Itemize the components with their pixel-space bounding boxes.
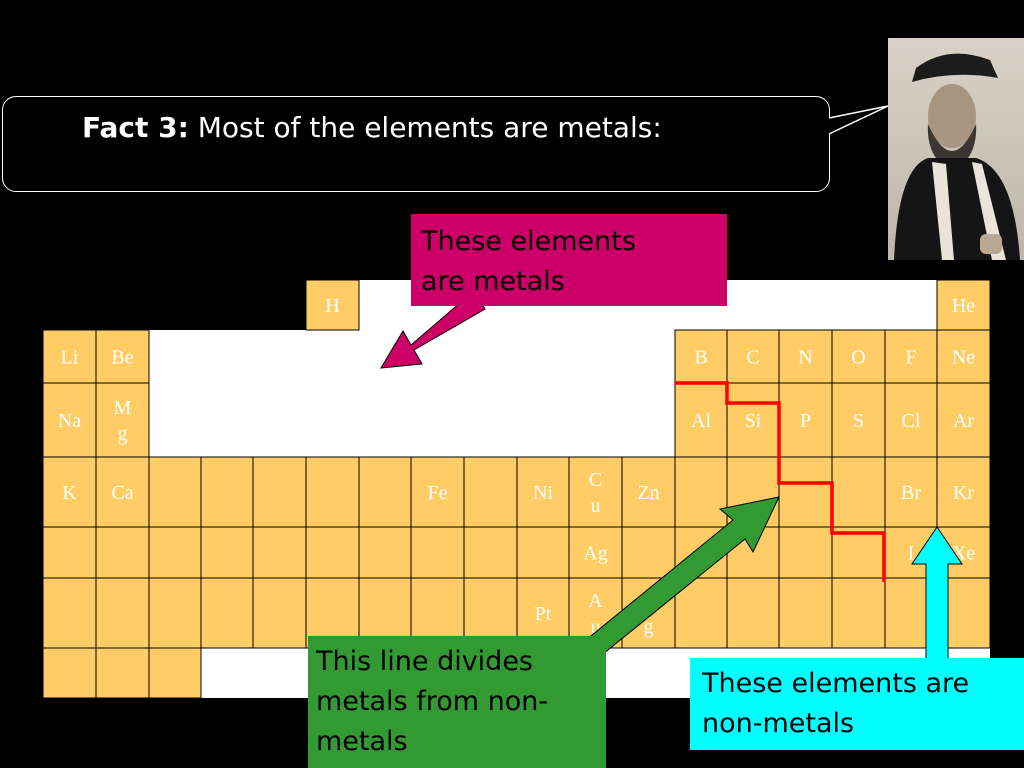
table-cell bbox=[42, 647, 97, 699]
element-symbol: Ne bbox=[952, 347, 975, 369]
element-symbol: Ag bbox=[583, 543, 607, 565]
portrait-image bbox=[888, 38, 1024, 260]
element-symbol: Ar bbox=[953, 410, 974, 432]
table-cell bbox=[305, 279, 360, 331]
element-symbol: Be bbox=[111, 347, 133, 369]
table-cell bbox=[148, 647, 202, 699]
metals-arrow-icon bbox=[380, 289, 486, 369]
table-cell bbox=[305, 456, 360, 528]
table-cell bbox=[778, 526, 833, 579]
table-cell bbox=[252, 456, 307, 528]
table-cell bbox=[726, 577, 780, 649]
element-symbol: Na bbox=[58, 410, 81, 432]
table-cell bbox=[621, 526, 676, 579]
table-cell bbox=[42, 577, 97, 649]
element-symbol: Fe bbox=[428, 482, 448, 504]
element-symbol: K bbox=[62, 482, 77, 504]
element-symbol: Br bbox=[901, 482, 921, 504]
divider-arrow-icon bbox=[585, 496, 780, 659]
element-symbol: Cl bbox=[902, 410, 921, 432]
element-symbol: Li bbox=[61, 347, 79, 369]
table-cell bbox=[884, 329, 938, 384]
table-cell bbox=[95, 329, 150, 384]
table-cell bbox=[252, 526, 307, 579]
table-cell bbox=[200, 456, 254, 528]
element-symbol: Pt bbox=[535, 603, 552, 625]
table-cell bbox=[95, 382, 150, 458]
element-symbol: He bbox=[952, 295, 975, 317]
element-symbol: Ca bbox=[111, 482, 133, 504]
table-cell bbox=[831, 329, 886, 384]
table-cell bbox=[936, 329, 991, 384]
table-cell bbox=[516, 456, 570, 528]
divider-callout-text: This line divides metals from non- metal… bbox=[316, 646, 549, 757]
element-symbol: N bbox=[798, 347, 812, 369]
fact-text: Most of the elements are metals: bbox=[188, 111, 662, 144]
table-cell bbox=[358, 456, 412, 528]
table-cell bbox=[95, 456, 150, 528]
table-cell bbox=[148, 577, 202, 649]
speech-bubble bbox=[2, 96, 830, 192]
table-cell bbox=[42, 382, 97, 458]
metals-callout-text: These elements are metals bbox=[421, 226, 636, 297]
element-symbol: Kr bbox=[953, 482, 974, 504]
element-symbol: Ni bbox=[533, 482, 553, 504]
table-cell bbox=[674, 577, 728, 649]
element-symbol: S bbox=[853, 410, 864, 432]
table-cell bbox=[778, 577, 833, 649]
slide-title: Fact 3: Most of the elements are metals: bbox=[82, 111, 662, 144]
table-cell bbox=[674, 456, 728, 528]
element-symbol: F bbox=[905, 347, 916, 369]
nonmetals-arrow-icon bbox=[911, 526, 963, 661]
table-cell bbox=[831, 577, 886, 649]
table-cell bbox=[148, 456, 202, 528]
element-symbol: H bbox=[325, 295, 339, 317]
table-cell bbox=[831, 456, 886, 528]
table-cell bbox=[200, 526, 254, 579]
table-cell bbox=[778, 329, 833, 384]
element-symbol: P bbox=[800, 410, 811, 432]
table-cell bbox=[726, 382, 780, 458]
table-cell bbox=[95, 647, 150, 699]
table-cell bbox=[463, 456, 518, 528]
table-cell bbox=[95, 577, 150, 649]
element-symbol: Zn bbox=[637, 482, 659, 504]
table-cell bbox=[463, 526, 518, 579]
divider-callout: This line divides metals from non- metal… bbox=[308, 636, 606, 768]
element-symbol: O bbox=[851, 347, 865, 369]
element-symbol: Al bbox=[691, 410, 711, 432]
metals-callout: These elements are metals bbox=[411, 214, 727, 306]
table-cell bbox=[305, 526, 360, 579]
nonmetals-callout-text: These elements are non-metals bbox=[702, 668, 970, 739]
table-cell bbox=[42, 526, 97, 579]
table-cell bbox=[200, 577, 254, 649]
table-cell bbox=[410, 526, 465, 579]
metal-nonmetal-divider-line bbox=[675, 381, 886, 582]
element-symbol: Si bbox=[745, 410, 762, 432]
table-cell bbox=[516, 526, 570, 579]
table-cell bbox=[148, 526, 202, 579]
table-cell bbox=[42, 456, 97, 528]
element-symbol: B bbox=[694, 347, 707, 369]
table-cell bbox=[674, 329, 728, 384]
element-symbol: C bbox=[746, 347, 759, 369]
table-cell bbox=[95, 526, 150, 579]
table-cell bbox=[568, 526, 623, 579]
fact-label: Fact 3: bbox=[82, 111, 189, 144]
element-symbol: I bbox=[908, 543, 915, 565]
table-cell bbox=[778, 456, 833, 528]
table-cell bbox=[252, 577, 307, 649]
table-cell bbox=[936, 279, 991, 331]
table-cell bbox=[831, 382, 886, 458]
nonmetals-callout: These elements are non-metals bbox=[690, 658, 1024, 750]
table-cell bbox=[358, 526, 412, 579]
table-cell bbox=[884, 456, 938, 528]
